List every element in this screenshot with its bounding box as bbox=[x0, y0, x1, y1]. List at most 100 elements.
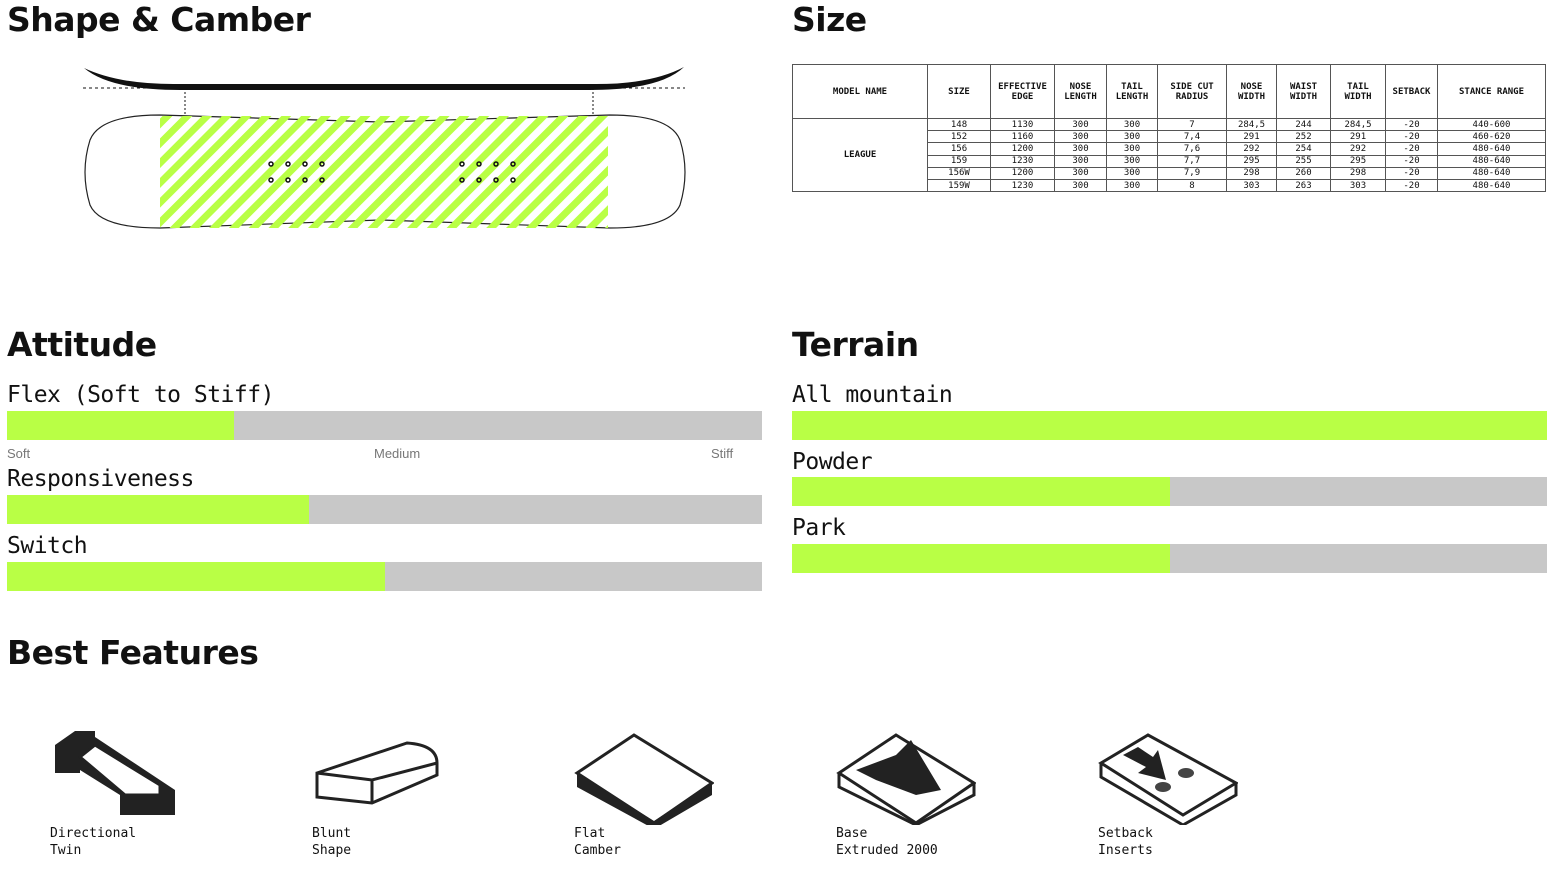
setback-inserts-icon bbox=[1098, 733, 1238, 825]
table-cell: 300 bbox=[1106, 178, 1158, 193]
size-title: Size bbox=[792, 0, 867, 39]
table-cell: 298 bbox=[1226, 166, 1277, 180]
table-cell: 284,5 bbox=[1330, 117, 1386, 132]
table-cell: 1200 bbox=[990, 166, 1055, 180]
all-mountain-bar bbox=[792, 411, 1547, 440]
table-cell: 159W bbox=[927, 178, 991, 193]
feature-line2: Extruded 2000 bbox=[836, 843, 938, 858]
scale-medium: Medium bbox=[374, 446, 421, 461]
table-cell: 244 bbox=[1276, 117, 1331, 132]
table-cell: 300 bbox=[1054, 130, 1107, 144]
col-side-cut: SIDE CUT RADIUS bbox=[1157, 64, 1227, 119]
feature-line1: Base bbox=[836, 826, 868, 841]
table-cell: 303 bbox=[1330, 178, 1386, 193]
table-cell: 156 bbox=[927, 142, 991, 156]
table-cell: 300 bbox=[1106, 117, 1158, 132]
col-tail-length: TAIL LENGTH bbox=[1106, 64, 1158, 119]
table-cell: 300 bbox=[1106, 166, 1158, 180]
flex-bar-fill bbox=[7, 411, 234, 440]
table-cell: 300 bbox=[1054, 154, 1107, 168]
table-cell: 284,5 bbox=[1226, 117, 1277, 132]
feature-line1: Directional bbox=[50, 826, 137, 841]
table-cell: 8 bbox=[1157, 178, 1227, 193]
table-cell: 7,9 bbox=[1157, 166, 1227, 180]
table-cell: 300 bbox=[1054, 166, 1107, 180]
table-cell: 7,7 bbox=[1157, 154, 1227, 168]
table-cell: -20 bbox=[1385, 166, 1438, 180]
feature-line2: Inserts bbox=[1098, 843, 1153, 858]
feature-directional-twin: Directional Twin bbox=[50, 725, 210, 859]
feature-line2: Twin bbox=[50, 843, 82, 858]
switch-label: Switch bbox=[7, 533, 88, 559]
table-cell: 300 bbox=[1106, 130, 1158, 144]
powder-bar bbox=[792, 477, 1547, 506]
park-bar-fill bbox=[792, 544, 1170, 573]
col-size: SIZE bbox=[927, 64, 991, 119]
table-cell: 1230 bbox=[990, 154, 1055, 168]
size-table: MODEL NAME SIZE EFFECTIVE EDGE NOSE LENG… bbox=[792, 64, 1546, 193]
table-cell: 480-640 bbox=[1437, 154, 1546, 168]
park-label: Park bbox=[792, 515, 846, 541]
all-mountain-label: All mountain bbox=[792, 382, 953, 408]
col-model: MODEL NAME bbox=[792, 64, 928, 119]
feature-line1: Setback bbox=[1098, 826, 1153, 841]
col-setback: SETBACK bbox=[1385, 64, 1438, 119]
table-cell: 292 bbox=[1330, 142, 1386, 156]
table-cell: 260 bbox=[1276, 166, 1331, 180]
col-tail-width: TAIL WIDTH bbox=[1330, 64, 1386, 119]
switch-bar-fill bbox=[7, 562, 385, 591]
table-cell: 295 bbox=[1330, 154, 1386, 168]
best-features-title: Best Features bbox=[7, 633, 259, 672]
scale-stiff: Stiff bbox=[711, 446, 734, 461]
feature-line2: Camber bbox=[574, 843, 621, 858]
table-header-row: MODEL NAME SIZE EFFECTIVE EDGE NOSE LENG… bbox=[792, 64, 1546, 119]
shape-camber-title: Shape & Camber bbox=[7, 0, 311, 39]
table-cell: 252 bbox=[1276, 130, 1331, 144]
feature-line2: Shape bbox=[312, 843, 352, 858]
table-cell: 303 bbox=[1226, 178, 1277, 193]
model-name-cell: LEAGUE bbox=[792, 117, 928, 193]
table-cell: 7,6 bbox=[1157, 142, 1227, 156]
table-cell: 291 bbox=[1330, 130, 1386, 144]
table-cell: 254 bbox=[1276, 142, 1331, 156]
feature-line1: Blunt bbox=[312, 826, 352, 841]
table-cell: 156W bbox=[927, 166, 991, 180]
table-cell: 440-600 bbox=[1437, 117, 1546, 132]
table-cell: -20 bbox=[1385, 154, 1438, 168]
base-extruded-icon bbox=[836, 733, 976, 825]
table-cell: 1160 bbox=[990, 130, 1055, 144]
col-stance-range: STANCE RANGE bbox=[1437, 64, 1546, 119]
table-cell: 1230 bbox=[990, 178, 1055, 193]
table-cell: -20 bbox=[1385, 117, 1438, 132]
table-cell: 298 bbox=[1330, 166, 1386, 180]
table-cell: 480-640 bbox=[1437, 178, 1546, 193]
col-waist-width: WAIST WIDTH bbox=[1276, 64, 1331, 119]
feature-flat-camber: Flat Camber bbox=[574, 725, 734, 859]
flat-camber-icon bbox=[574, 733, 714, 825]
powder-label: Powder bbox=[792, 449, 873, 475]
table-cell: -20 bbox=[1385, 142, 1438, 156]
responsiveness-label: Responsiveness bbox=[7, 466, 194, 492]
feature-blunt-shape: Blunt Shape bbox=[312, 725, 472, 859]
feature-line1: Flat bbox=[574, 826, 606, 841]
table-cell: 159 bbox=[927, 154, 991, 168]
responsiveness-bar bbox=[7, 495, 762, 524]
table-cell: 292 bbox=[1226, 142, 1277, 156]
responsiveness-bar-fill bbox=[7, 495, 309, 524]
col-effective-edge: EFFECTIVE EDGE bbox=[990, 64, 1055, 119]
table-cell: 7 bbox=[1157, 117, 1227, 132]
attitude-title: Attitude bbox=[7, 325, 157, 364]
powder-bar-fill bbox=[792, 477, 1170, 506]
board-diagram bbox=[83, 67, 686, 229]
feature-setback-inserts: Setback Inserts bbox=[1098, 725, 1258, 859]
flex-label: Flex (Soft to Stiff) bbox=[7, 382, 274, 408]
park-bar bbox=[792, 544, 1547, 573]
table-cell: -20 bbox=[1385, 130, 1438, 144]
table-cell: 7,4 bbox=[1157, 130, 1227, 144]
directional-twin-icon bbox=[55, 731, 175, 815]
feature-base-extruded: Base Extruded 2000 bbox=[836, 725, 996, 859]
table-cell: 300 bbox=[1054, 142, 1107, 156]
